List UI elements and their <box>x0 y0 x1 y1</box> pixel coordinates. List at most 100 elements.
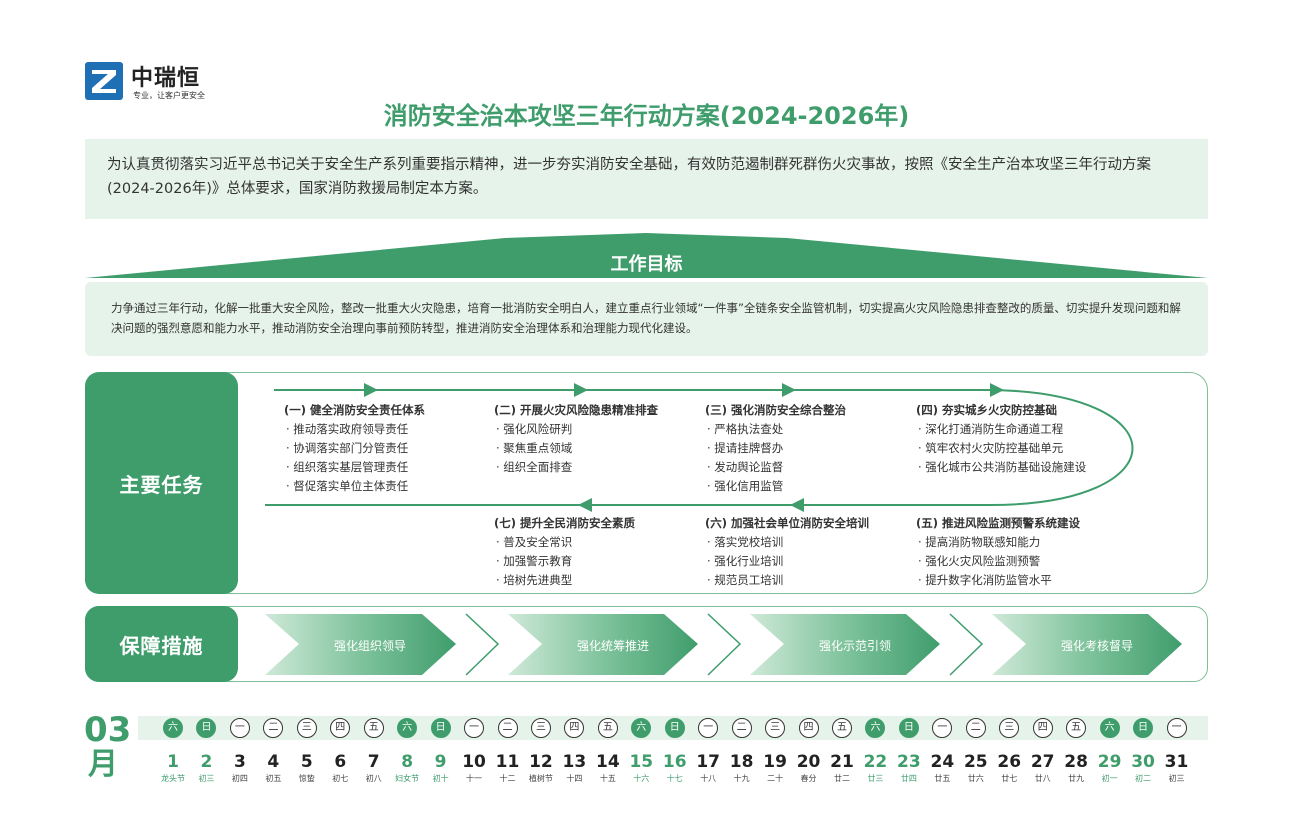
calendar-day-number: 24 <box>930 752 955 772</box>
calendar-weekday: 六 <box>865 718 886 738</box>
flow-arrow-5 <box>790 498 804 512</box>
task-2-point: · 组织全面排查 <box>496 460 573 474</box>
calendar-weekday: 四 <box>564 718 585 738</box>
calendar-day-number: 13 <box>562 752 587 772</box>
task-1-point: · 协调落实部门分管责任 <box>286 441 409 455</box>
task-7: (七) 提升全民消防安全素质 · 普及安全常识 · 加强警示教育 · 培树先进典… <box>494 514 635 590</box>
calendar-day-subtitle: 廿三 <box>867 774 884 783</box>
task-7-point: · 培树先进典型 <box>496 573 573 587</box>
task-7-title: (七) 提升全民消防安全素质 <box>494 516 636 530</box>
calendar-day-number: 15 <box>629 752 654 772</box>
calendar-weekday: 日 <box>196 718 217 738</box>
calendar-day-subtitle: 十一 <box>466 774 483 783</box>
calendar-day-subtitle: 初三 <box>198 774 215 783</box>
calendar-day-subtitle: 廿八 <box>1034 774 1051 783</box>
calendar-weekday: 五 <box>1066 718 1087 738</box>
calendar-month-label: 月 <box>88 747 118 782</box>
calendar-weekday: 一 <box>698 718 719 738</box>
task-6-point: · 规范员工培训 <box>707 573 784 587</box>
task-2-title: (二) 开展火灾风险隐患精准排查 <box>494 403 659 417</box>
calendar-weekday: 一 <box>1166 718 1187 738</box>
calendar-day-subtitle: 十八 <box>700 774 717 783</box>
goal-roof-banner <box>85 233 1208 278</box>
calendar-day-number: 25 <box>963 752 988 772</box>
calendar-day-number: 19 <box>763 752 787 772</box>
calendar-weekday: 六 <box>631 718 652 738</box>
task-1-point: · 组织落实基层管理责任 <box>286 460 409 474</box>
task-1-point: · 督促落实单位主体责任 <box>286 479 409 493</box>
calendar-day-number: 26 <box>997 752 1022 772</box>
calendar-day-subtitle: 初十 <box>432 774 449 783</box>
calendar-day-subtitle: 十九 <box>733 774 750 783</box>
calendar-weekday: 二 <box>965 718 986 738</box>
calendar-day-number: 6 <box>334 752 347 772</box>
task-3-point: · 发动舆论监督 <box>707 460 784 474</box>
calendar-day-number: 10 <box>462 752 486 772</box>
flow-arrow-3 <box>782 383 796 397</box>
flow-arrow-1 <box>364 383 378 397</box>
task-4-point: · 强化城市公共消防基础设施建设 <box>918 460 1087 474</box>
calendar-day-number: 27 <box>1030 752 1055 772</box>
calendar-weekday: 日 <box>664 718 685 738</box>
task-2: (二) 开展火灾风险隐患精准排查 · 强化风险研判 · 聚焦重点领域 · 组织全… <box>494 401 658 477</box>
flow-arrow-2 <box>574 383 588 397</box>
calendar-day-number: 11 <box>495 752 520 772</box>
calendar-day-subtitle: 初三 <box>1168 774 1185 783</box>
calendar-weekday: 日 <box>1133 718 1154 738</box>
calendar-day-number: 17 <box>696 752 721 772</box>
calendar-day-subtitle: 惊蛰 <box>298 774 315 783</box>
task-5-point: · 提升数字化消防监管水平 <box>918 573 1052 587</box>
task-4: (四) 夯实城乡火灾防控基础 · 深化打通消防生命通道工程 · 筑牢农村火灾防控… <box>916 401 1086 477</box>
goal-text: 力争通过三年行动，化解一批重大安全风险，整改一批重大火灾隐患，培育一批消防安全明… <box>85 282 1208 356</box>
calendar-day-number: 16 <box>662 752 687 772</box>
measure-chevron-2 <box>508 614 698 675</box>
task-3: (三) 强化消防安全综合整治 · 严格执法查处 · 提请挂牌督办 · 发动舆论监… <box>705 401 846 496</box>
intro-paragraph: 为认真贯彻落实习近平总书记关于安全生产系列重要指示精神，进一步夯实消防安全基础，… <box>85 139 1208 219</box>
calendar-day-subtitle: 植树节 <box>528 774 553 783</box>
calendar-day-number: 20 <box>796 752 821 772</box>
calendar-day-number: 12 <box>529 752 553 772</box>
calendar-day-number: 22 <box>863 752 888 772</box>
calendar-weekday: 五 <box>363 718 384 738</box>
calendar-day-number: 14 <box>596 752 620 772</box>
logo-name: 中瑞恒 <box>131 66 201 91</box>
task-3-title: (三) 强化消防安全综合整治 <box>705 403 847 417</box>
task-4-point: · 筑牢农村火灾防控基础单元 <box>918 441 1064 455</box>
calendar-day-subtitle: 初四 <box>231 774 248 783</box>
company-logo: 中瑞恒 专业，让客户更安全 <box>85 60 225 102</box>
calendar-weekday: 三 <box>765 718 786 738</box>
calendar-day-subtitle: 廿九 <box>1068 774 1085 783</box>
measure-label-3: 强化示范引领 <box>818 639 891 653</box>
calendar-day-number: 9 <box>434 752 447 772</box>
task-5: (五) 推进风险监测预警系统建设 · 提高消防物联感知能力 · 强化火灾风险监测… <box>916 514 1080 590</box>
task-4-point: · 深化打通消防生命通道工程 <box>918 422 1064 436</box>
measure-chevron-1 <box>265 614 456 675</box>
calendar-weekday: 四 <box>798 718 819 738</box>
calendar-weekday: 一 <box>229 718 250 738</box>
task-5-title: (五) 推进风险监测预警系统建设 <box>916 516 1081 530</box>
calendar-day-subtitle: 十六 <box>633 774 650 783</box>
calendar-day-subtitle: 春分 <box>800 774 817 783</box>
task-6: (六) 加强社会单位消防安全培训 · 落实党校培训 · 强化行业培训 · 规范员… <box>705 514 869 590</box>
task-4-title: (四) 夯实城乡火灾防控基础 <box>916 403 1058 417</box>
measures-label: 保障措施 <box>85 606 238 682</box>
calendar-weekday: 五 <box>597 718 618 738</box>
flow-arrow-4 <box>990 383 1004 397</box>
task-6-point: · 强化行业培训 <box>707 554 784 568</box>
calendar-day-number: 28 <box>1064 752 1088 772</box>
calendar-day-subtitle: 初二 <box>1135 774 1152 783</box>
logo-z-icon <box>85 62 123 100</box>
calendar-day-number: 2 <box>200 752 213 772</box>
measure-label-2: 强化统筹推进 <box>576 639 649 653</box>
calendar-weekday: 二 <box>731 718 752 738</box>
calendar-day-number: 3 <box>233 752 246 772</box>
task-6-title: (六) 加强社会单位消防安全培训 <box>705 516 870 530</box>
calendar-weekday: 六 <box>1099 718 1120 738</box>
calendar-day-number: 18 <box>729 752 754 772</box>
calendar-day-subtitle: 龙头节 <box>161 774 185 783</box>
page-title: 消防安全治本攻坚三年行动方案(2024-2026年) <box>383 102 910 130</box>
calendar-day-subtitle: 廿七 <box>1001 774 1018 783</box>
calendar-weekday: 六 <box>163 718 183 738</box>
measure-divider-2 <box>707 613 742 676</box>
